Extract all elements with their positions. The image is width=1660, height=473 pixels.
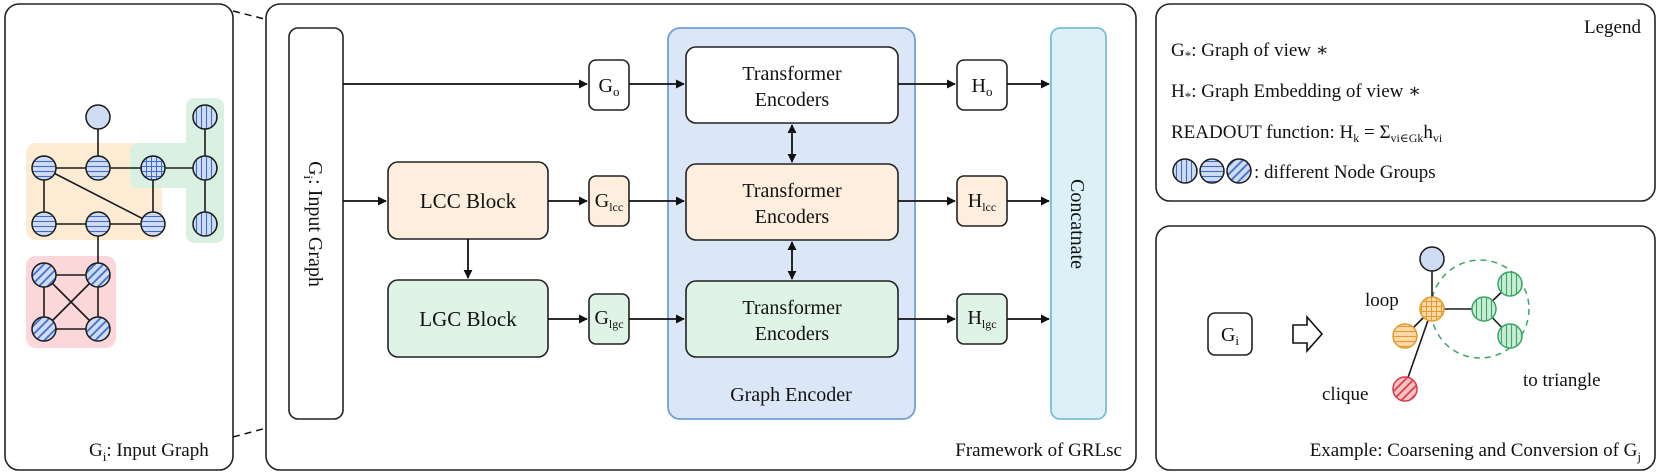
graph-node: [192, 211, 218, 237]
legend-panel: [1155, 3, 1656, 202]
framework-arrows: [343, 79, 1050, 324]
example-caption: Example: Coarsening and Conversion of Gj: [1310, 440, 1641, 464]
example-label-loop: loop: [1365, 290, 1399, 311]
view-embedding-lcc-label: Hlcc: [968, 190, 996, 214]
graph-node: [85, 316, 111, 342]
example-node-orange: [1392, 323, 1418, 349]
graph-encoder-label: Graph Encoder: [730, 384, 852, 406]
view-graph-lcc-label: Glcc: [595, 190, 623, 214]
transformer-encoder-original: [685, 46, 899, 124]
graph-node: [31, 316, 57, 342]
graph-node: [85, 155, 111, 181]
example-node-green-top: [1497, 271, 1523, 297]
example-node-green-bottom: [1497, 323, 1523, 349]
example-node-loop: [1419, 296, 1445, 322]
triangle-group-outline: [1430, 259, 1530, 359]
graph-node: [140, 155, 166, 181]
legend-node-vertical-stripes: [1172, 158, 1198, 184]
graph-node: [31, 155, 57, 181]
encoder-lcc-line1: Transformer: [742, 180, 842, 202]
concatenate-block: [1050, 27, 1107, 420]
encoder-lgc-line1: Transformer: [742, 297, 842, 319]
legend-node-horizontal-stripes: [1199, 158, 1225, 184]
legend-graph-of-view: G*: Graph of view ∗: [1171, 40, 1329, 63]
hollow-arrow-icon: [1292, 314, 1324, 354]
legend-node-groups: : different Node Groups: [1254, 162, 1436, 183]
concatenate-label: Concatnate: [1066, 179, 1088, 269]
view-embedding-original-label: Ho: [972, 75, 993, 99]
legend-graph-embedding: H*: Graph Embedding of view ∗: [1171, 81, 1421, 104]
view-embedding-lgc-label: Hlgc: [967, 307, 996, 331]
legend-title: Legend: [1584, 17, 1641, 38]
input-graph-nodes: [31, 104, 218, 342]
encoder-original-line2: Encoders: [755, 89, 830, 111]
example-node-green-center: [1471, 296, 1497, 322]
graph-node: [31, 211, 57, 237]
lgc-block-label: LGC Block: [419, 307, 517, 331]
framework-caption: Framework of GRLsc: [955, 440, 1122, 461]
graph-node: [192, 155, 218, 181]
legend-node-diagonal-stripes: [1226, 158, 1252, 184]
view-graph-lgc-label: Glgc: [594, 307, 623, 331]
graph-node: [31, 262, 57, 288]
example-graph-box: [1207, 312, 1253, 356]
lcc-block-label: LCC Block: [420, 189, 517, 213]
encoder-original-line1: Transformer: [742, 63, 842, 85]
transformer-encoder-lcc: [685, 163, 899, 241]
encoder-lcc-line2: Encoders: [755, 206, 830, 228]
example-label-triangle: to triangle: [1523, 370, 1601, 391]
graph-node: [85, 104, 111, 130]
example-node-blue: [1419, 246, 1445, 272]
example-label-clique: clique: [1322, 384, 1368, 405]
view-embedding-original: [956, 59, 1008, 111]
view-graph-original-label: Go: [599, 75, 620, 99]
example-graph-label: Gi: [1221, 324, 1239, 348]
view-graph-original: [588, 59, 630, 111]
input-graph-box: [288, 27, 344, 420]
graph-node: [140, 211, 166, 237]
legend-readout-function: READOUT function: Hk = Σvi∈Gkhvi: [1171, 122, 1443, 145]
input-graph-caption: Gi: Input Graph: [89, 440, 209, 464]
example-node-clique: [1392, 376, 1418, 402]
encoder-lgc-line2: Encoders: [755, 323, 830, 345]
transformer-encoder-lgc: [685, 280, 899, 358]
graph-node: [192, 104, 218, 130]
graph-node: [85, 262, 111, 288]
graph-node: [85, 211, 111, 237]
input-graph-box-label: Gi: Input Graph: [301, 161, 326, 287]
